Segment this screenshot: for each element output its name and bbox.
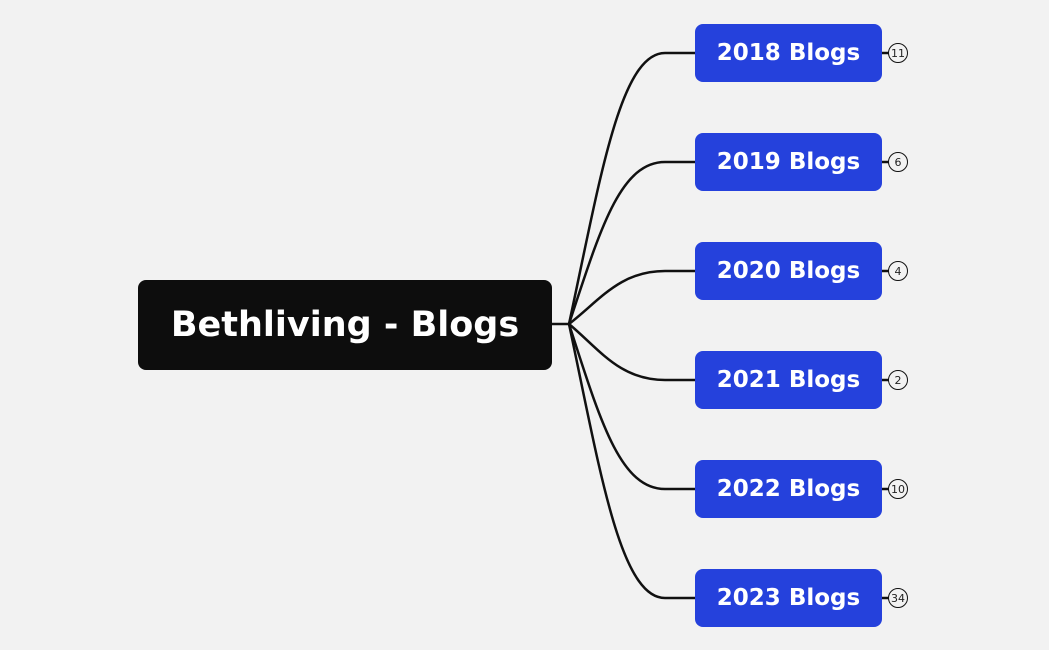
count-badge[interactable]: 6 xyxy=(888,152,908,172)
root-node[interactable]: Bethliving - Blogs xyxy=(138,280,552,370)
node-label: 2021 Blogs xyxy=(716,367,861,393)
node-label: 2020 Blogs xyxy=(716,258,861,284)
node-2020[interactable]: 2020 Blogs xyxy=(695,242,882,300)
node-label: 2023 Blogs xyxy=(716,585,861,611)
root-label: Bethliving - Blogs xyxy=(170,305,520,345)
count-badge[interactable]: 2 xyxy=(888,370,908,390)
count-badge[interactable]: 11 xyxy=(888,43,908,63)
node-2023[interactable]: 2023 Blogs xyxy=(695,569,882,627)
node-label: 2022 Blogs xyxy=(716,476,861,502)
count-badge[interactable]: 10 xyxy=(888,479,908,499)
node-2018[interactable]: 2018 Blogs xyxy=(695,24,882,82)
node-label: 2018 Blogs xyxy=(716,40,861,66)
node-2019[interactable]: 2019 Blogs xyxy=(695,133,882,191)
count-badge[interactable]: 34 xyxy=(888,588,908,608)
node-2021[interactable]: 2021 Blogs xyxy=(695,351,882,409)
node-label: 2019 Blogs xyxy=(716,149,861,175)
node-2022[interactable]: 2022 Blogs xyxy=(695,460,882,518)
count-badge[interactable]: 4 xyxy=(888,261,908,281)
